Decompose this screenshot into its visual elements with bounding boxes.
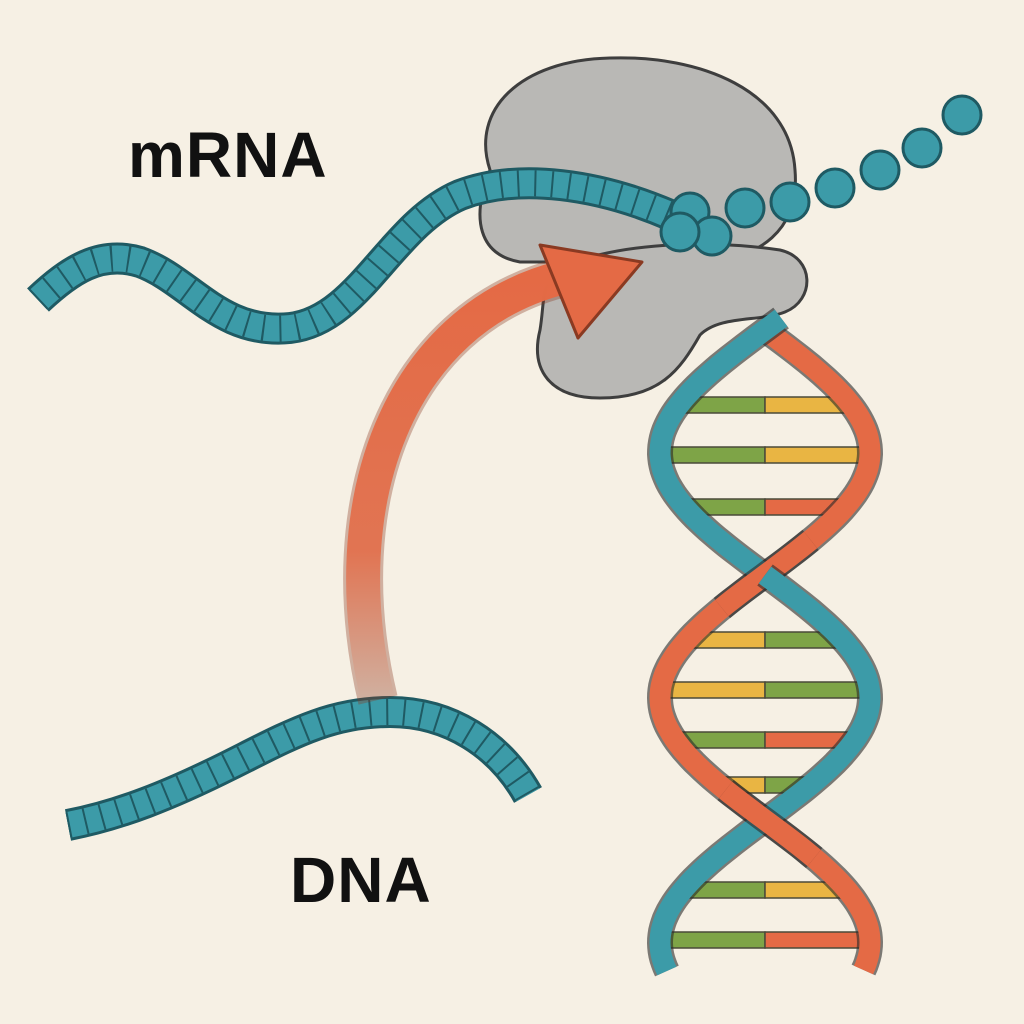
amino-acid-bead: [901, 127, 943, 169]
helix-strand-teal: [649, 309, 788, 583]
ribosome-large-subunit: [478, 56, 797, 264]
amino-acid-bead: [659, 211, 701, 253]
base-pair: [659, 681, 766, 699]
base-pair: [659, 446, 766, 464]
amino-acid-bead: [941, 94, 983, 136]
arrow-head-icon: [538, 243, 644, 340]
helix-strand-orange: [719, 781, 821, 867]
mrna-label: mRNA: [128, 119, 328, 191]
amino-acid-bead: [859, 149, 901, 191]
base-pair: [764, 446, 871, 464]
helix-strand-teal: [649, 566, 881, 976]
amino-acid-bead: [769, 181, 811, 223]
base-pair: [764, 931, 871, 949]
base-pair: [764, 681, 871, 699]
amino-acid-bead: [814, 167, 856, 209]
amino-acid-bead: [724, 187, 766, 229]
dna-double-helix: [646, 307, 884, 977]
flow-arrow: [343, 243, 644, 705]
mrna-strand: [27, 167, 677, 345]
dna-label: DNA: [290, 844, 432, 916]
base-pair: [659, 931, 766, 949]
polypeptide-chain: [659, 94, 983, 257]
dna-single-strand: [64, 695, 542, 841]
helix-strand-orange: [649, 321, 881, 975]
